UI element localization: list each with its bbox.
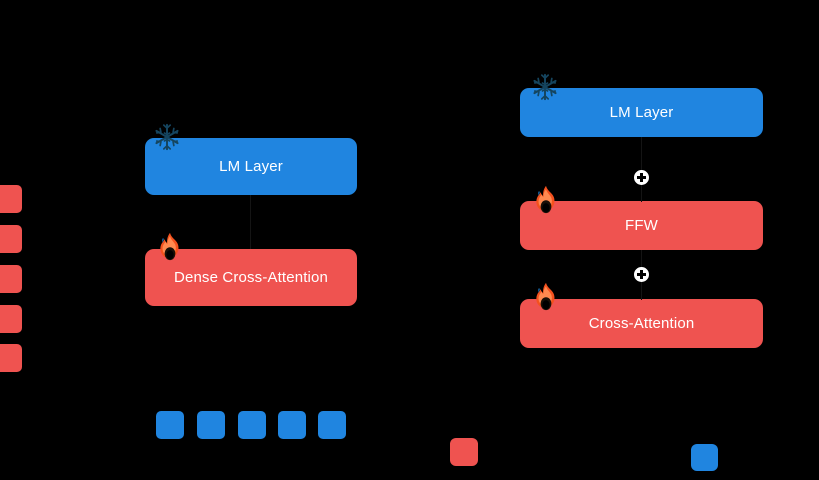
right-connector-line-bottom — [641, 282, 642, 300]
legend-swatch-trainable — [450, 438, 478, 466]
block-left-lm-layer[interactable]: LM Layer — [145, 138, 357, 195]
side-chip — [0, 305, 22, 333]
block-label: Dense Cross-Attention — [173, 269, 329, 286]
input-chip — [278, 411, 306, 439]
block-label: FFW — [625, 217, 658, 234]
block-label: LM Layer — [609, 104, 674, 121]
block-right-ffw[interactable]: FFW — [520, 201, 763, 250]
block-label: Cross-Attention — [588, 315, 695, 332]
block-right-cross-attention[interactable]: Cross-Attention — [520, 299, 763, 348]
left-connector-line — [250, 195, 251, 249]
input-chip — [197, 411, 225, 439]
side-chip — [0, 225, 22, 253]
side-chip — [0, 265, 22, 293]
input-chip — [156, 411, 184, 439]
side-chip — [0, 185, 22, 213]
input-chip — [238, 411, 266, 439]
side-chip — [0, 344, 22, 372]
block-left-dense-cross-attention[interactable]: Dense Cross-Attention — [145, 249, 357, 306]
plus-circle-icon — [634, 267, 649, 282]
block-right-lm-layer[interactable]: LM Layer — [520, 88, 763, 137]
right-connector-line-mid — [641, 185, 642, 202]
block-label: LM Layer — [219, 158, 283, 175]
legend-swatch-frozen — [691, 444, 718, 471]
right-connector-line-upper — [641, 137, 642, 171]
right-connector-line-lower — [641, 250, 642, 268]
plus-circle-icon — [634, 170, 649, 185]
input-chip — [318, 411, 346, 439]
